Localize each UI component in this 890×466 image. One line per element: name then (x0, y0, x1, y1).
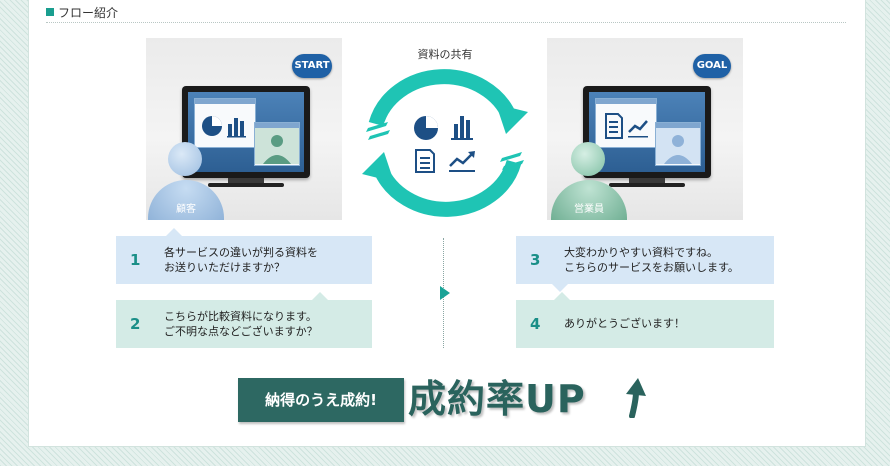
step-bubble-4: 4 ありがとうございます！ (516, 292, 774, 348)
step-bubble-3: 3 大変わかりやすい資料ですね。 こちらのサービスをお願いします。 (516, 236, 774, 292)
section-title: フロー紹介 (58, 6, 119, 20)
video-window (254, 122, 300, 166)
customer-label: 顧客 (176, 204, 196, 215)
flow-arrow-icon (440, 286, 450, 300)
step-text: ありがとうございます！ (564, 317, 685, 330)
document-icon (605, 113, 648, 139)
cycle-label: 資料の共有 (417, 48, 473, 61)
step-number: 2 (130, 315, 141, 333)
cta-tag: 納得のうえ成約! (238, 378, 404, 422)
cta-headline: 成約率UP (408, 377, 586, 421)
sales-illustration: GOAL (547, 38, 743, 220)
trend-line-icon (449, 151, 475, 172)
up-arrow-icon (626, 378, 646, 418)
customer-illustration: START (146, 38, 342, 220)
section-header: フロー紹介 (46, 4, 846, 23)
pie-chart-icon (202, 116, 246, 138)
step-bubble-1: 1 各サービスの違いが判る資料を お送りいただけますか？ (116, 228, 372, 284)
goal-badge: GOAL (693, 54, 731, 78)
step-number: 1 (130, 251, 141, 269)
sales-avatar: 営業員 (551, 142, 627, 220)
document-icon (415, 149, 435, 173)
monitor-icon (182, 86, 310, 178)
report-window (194, 98, 256, 148)
step-text: 各サービスの違いが判る資料を お送りいただけますか？ (164, 246, 318, 274)
report-window (595, 98, 657, 148)
user-avatar-icon (255, 128, 299, 164)
pie-chart-icon (414, 116, 438, 140)
cycle-arrows-icon (362, 69, 528, 217)
step-number: 3 (530, 251, 541, 269)
step-number: 4 (530, 315, 541, 333)
section-marker-icon (46, 8, 54, 16)
step-text: 大変わかりやすい資料ですね。 こちらのサービスをお願いします。 (564, 246, 739, 274)
step-text: こちらが比較資料になります。 ご不明な点などございますか？ (164, 310, 318, 338)
customer-avatar: 顧客 (148, 142, 224, 220)
video-window (655, 122, 701, 166)
start-badge: START (292, 54, 332, 78)
bar-chart-icon (451, 116, 473, 140)
user-avatar-icon (656, 128, 700, 164)
sales-label: 営業員 (574, 204, 604, 215)
step-bubble-2: 2 こちらが比較資料になります。 ご不明な点などございますか？ (116, 292, 372, 348)
